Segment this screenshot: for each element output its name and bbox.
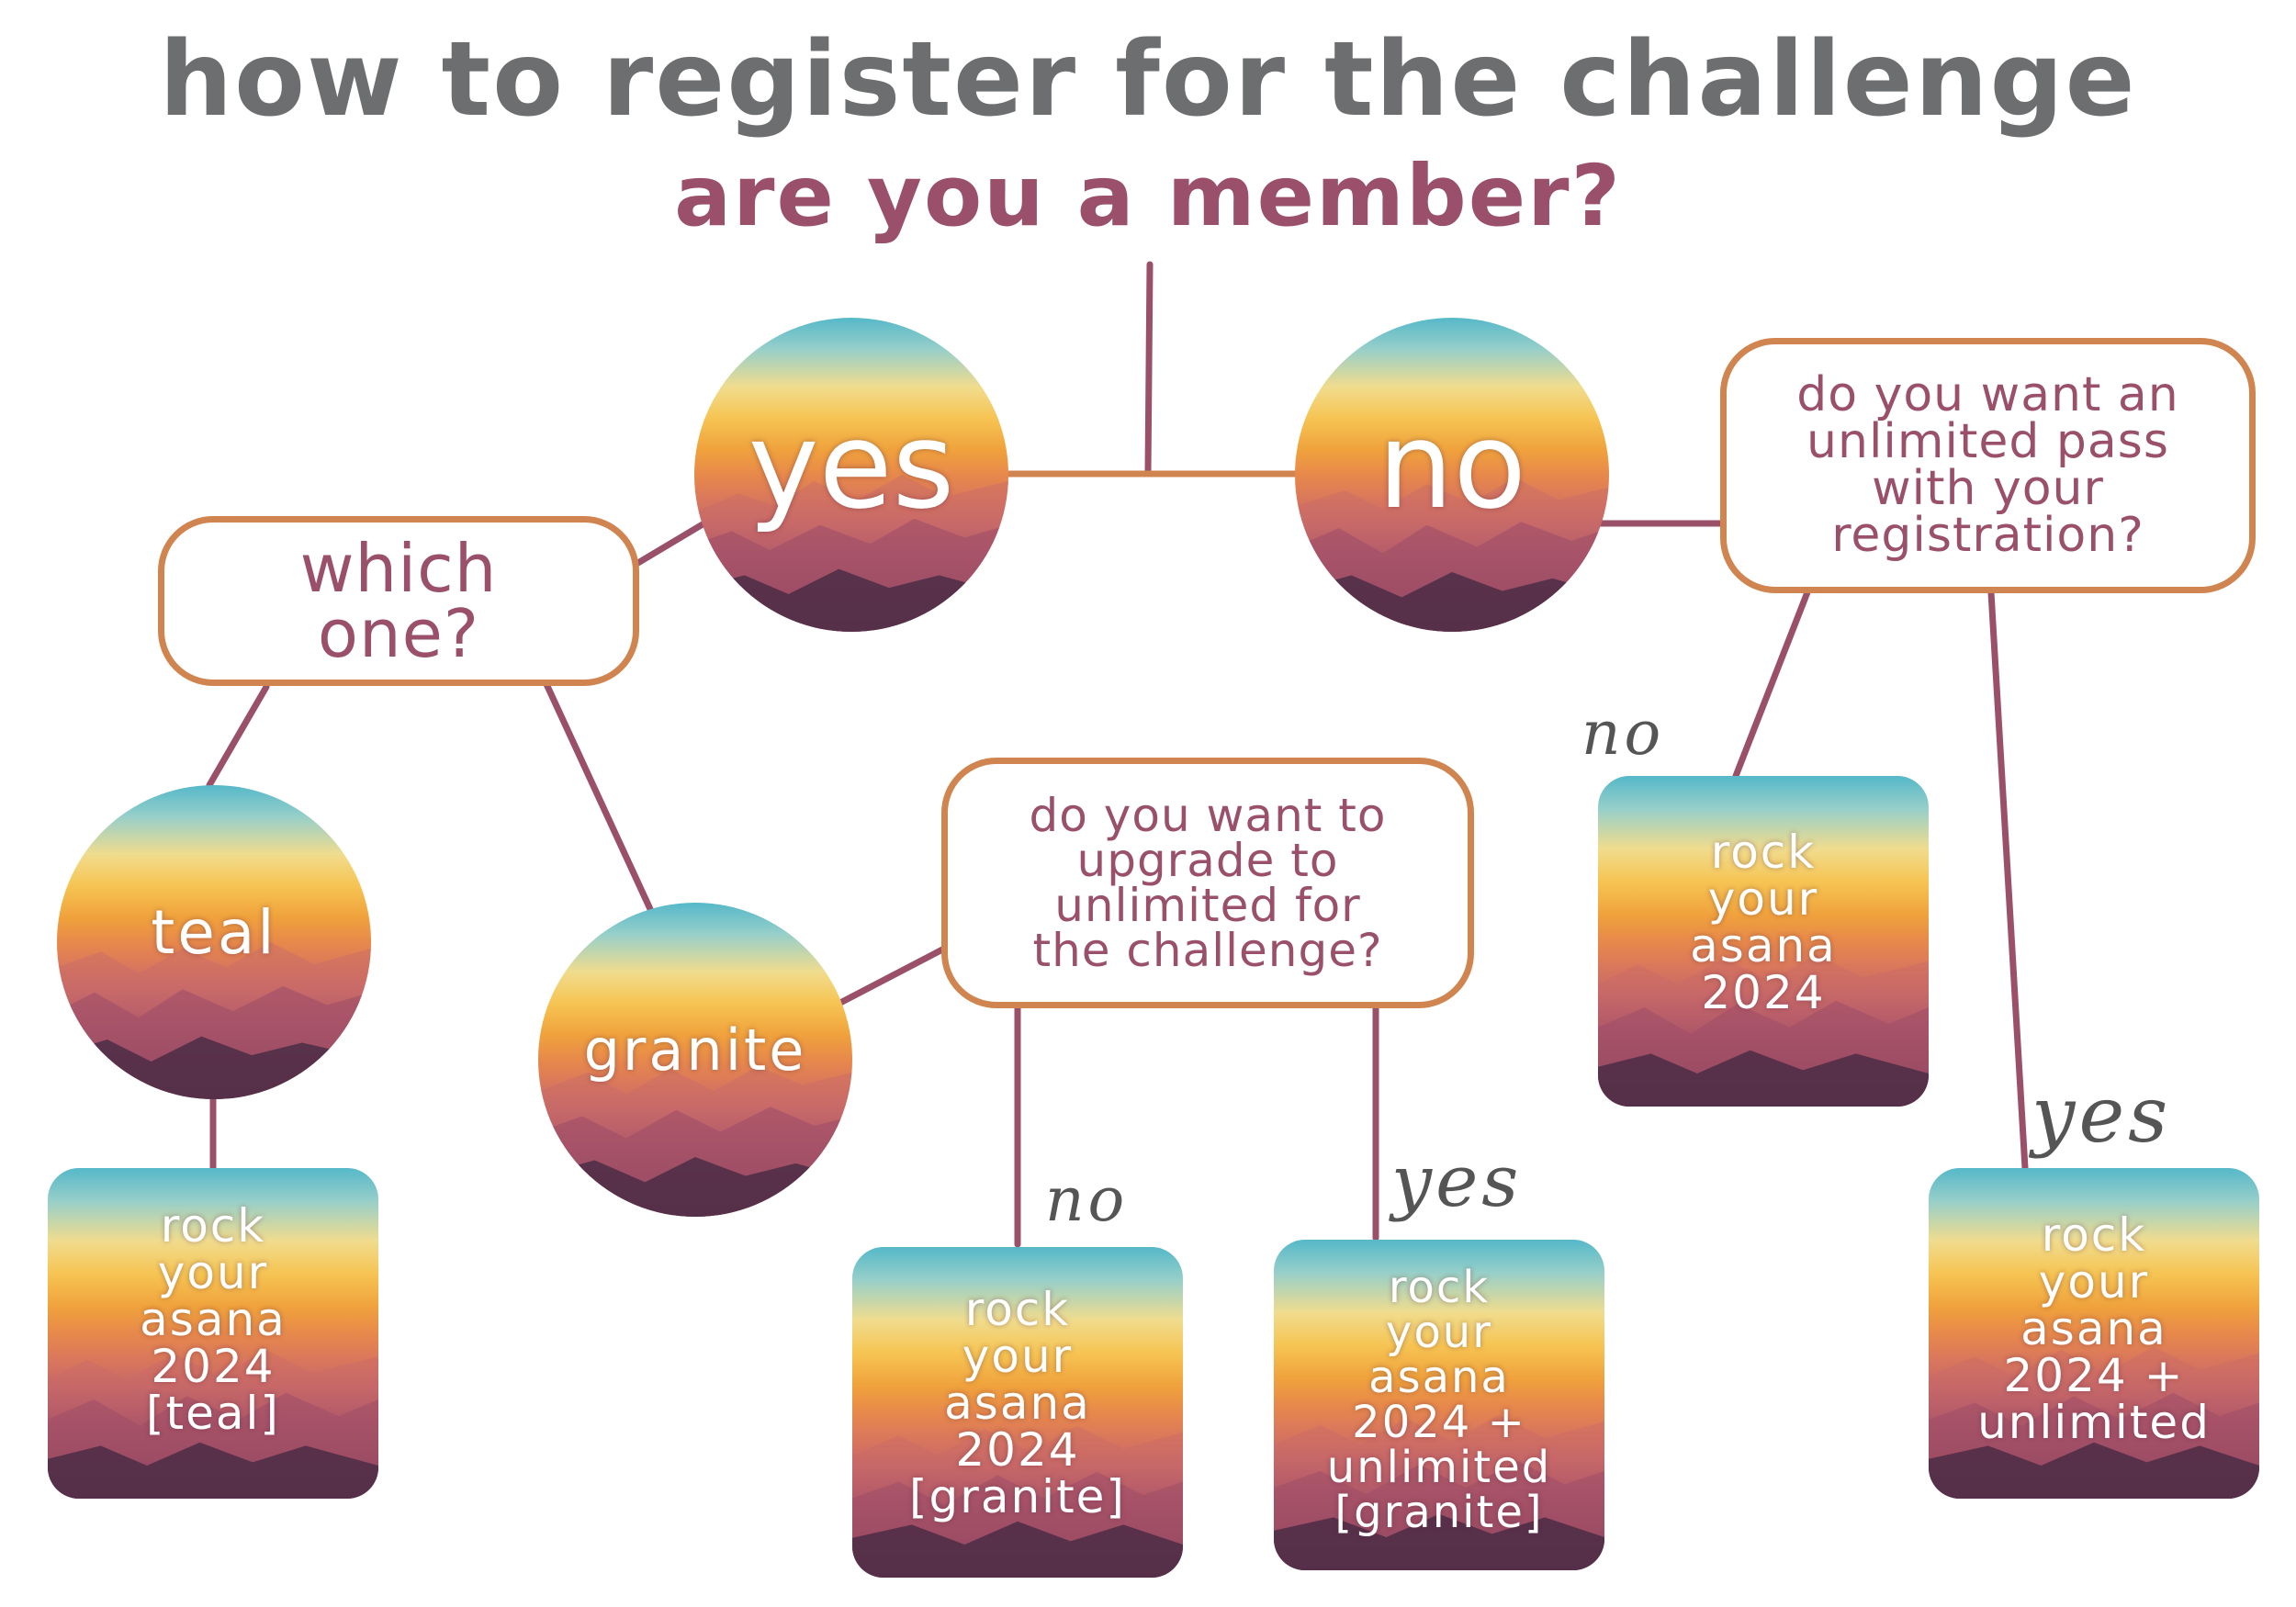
branch-label-pass-yes: yes [2032,1070,2172,1160]
member-question: are you a member? [674,147,1622,245]
connector-pass-no [1732,589,1811,780]
unlimited-pass-question-text: do you want an unlimited pass with your … [1796,367,2179,563]
granite-label: granite [583,1017,807,1084]
branch-label-pass-no: no [1581,698,1665,769]
teal-node: teal [57,785,371,1099]
connector-pass-yes [1987,589,2029,1172]
yes-label: yes [748,395,955,535]
connector-which-to-teal [206,683,270,789]
card-rock-your-asana-teal: rock your asana 2024 [teal] [48,1168,378,1499]
card-teal-text: rock your asana 2024 [teal] [140,1198,287,1440]
which-one-text: which one? [299,529,498,672]
upgrade-question: do you want to upgrade to unlimited for … [941,758,1474,1008]
connector-granite-to-question [837,944,950,1006]
card-nonmember-text: rock your asana 2024 [1690,826,1837,1019]
granite-node: granite [538,903,852,1217]
card-nonmember-unlimited-text: rock your asana 2024 + unlimited [1977,1208,2211,1449]
upgrade-question-text: do you want to upgrade to unlimited for … [1029,788,1387,977]
card-granite-unlimited-text: rock your asana 2024 + unlimited [granit… [1326,1262,1552,1538]
yes-node: yes [694,318,1008,632]
card-rock-your-asana-nonmember-unlimited: rock your asana 2024 + unlimited [1929,1168,2259,1499]
card-granite-text: rock your asana 2024 [granite] [909,1282,1126,1523]
unlimited-pass-question: do you want an unlimited pass with your … [1720,338,2256,593]
card-rock-your-asana-granite: rock your asana 2024 [granite] [852,1247,1183,1578]
connector-which-to-yes [628,515,715,570]
branch-label-upgrade-yes: yes [1391,1141,1523,1223]
card-rock-your-asana-granite-unlimited: rock your asana 2024 + unlimited [granit… [1274,1240,1604,1570]
teal-label: teal [151,897,277,969]
no-label: no [1378,395,1526,535]
page-title: how to register for the challenge [159,20,2137,140]
no-node: no [1295,318,1609,632]
card-rock-your-asana-nonmember: rock your asana 2024 [1598,776,1929,1107]
connector-member-stem [1144,261,1154,477]
branch-label-upgrade-no: no [1045,1164,1129,1235]
which-one-question: which one? [158,516,639,686]
connector-which-to-granite [543,680,654,913]
